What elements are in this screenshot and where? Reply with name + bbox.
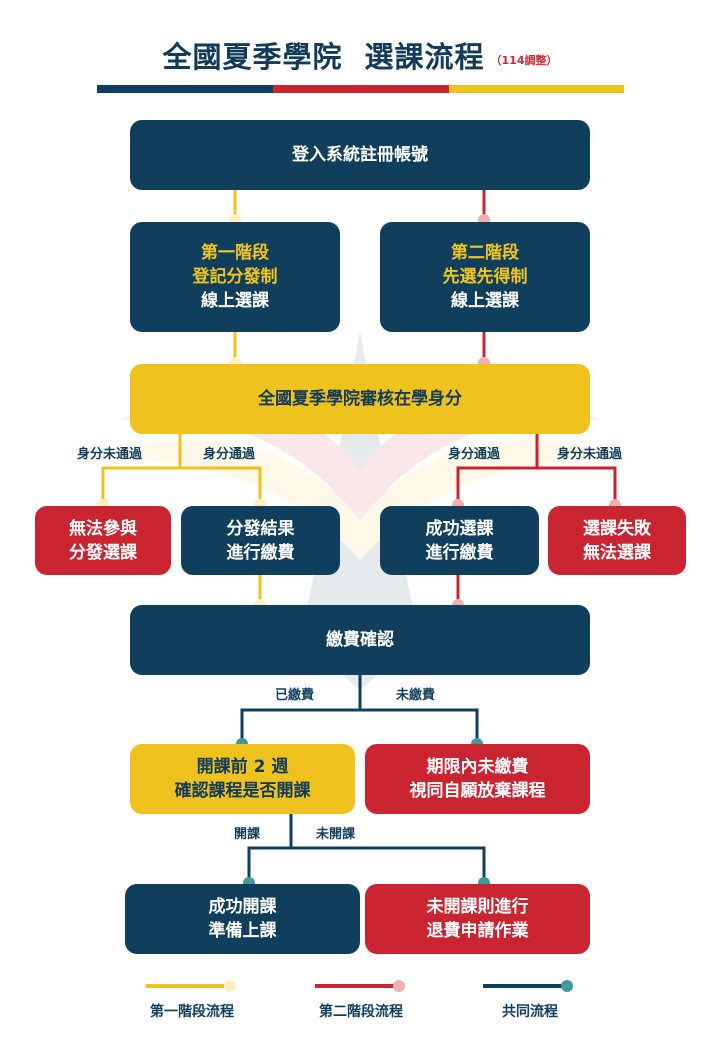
box-phase1: 第一階段 登記分發制 線上選課 bbox=[130, 222, 340, 332]
legend-common: 共同流程 bbox=[502, 1004, 558, 1020]
box-payment-text: 繳費確認 bbox=[326, 630, 394, 650]
box-unpaid: 期限內未繳費 視同自願放棄課程 bbox=[365, 744, 590, 814]
title-bar-navy bbox=[97, 85, 273, 93]
box-payment: 繳費確認 bbox=[130, 605, 590, 675]
label-not-paid: 未繳費 bbox=[396, 688, 436, 703]
box-fail: 選課失敗 無法選課 bbox=[548, 506, 686, 575]
open-line1: 成功開課 bbox=[208, 897, 277, 917]
box-no-alloc: 無法參與 分發選課 bbox=[35, 506, 171, 575]
phase2-line3: 線上選課 bbox=[451, 291, 519, 311]
label-opened: 開課 bbox=[234, 827, 261, 842]
refund-line1: 未開課則進行 bbox=[426, 897, 529, 917]
phase1-line2: 登記分發制 bbox=[192, 267, 278, 287]
unpaid-line2: 視同自願放棄課程 bbox=[409, 781, 546, 801]
box-register: 登入系統註冊帳號 bbox=[130, 120, 590, 190]
unpaid-line1: 期限內未繳費 bbox=[426, 757, 529, 777]
box-phase2: 第二階段 先選先得制 線上選課 bbox=[380, 222, 590, 332]
refund-line2: 退費申請作業 bbox=[426, 921, 529, 941]
title-bar-red bbox=[273, 85, 449, 93]
open-line2: 準備上課 bbox=[208, 921, 277, 941]
label-fail-right: 身分未通過 bbox=[557, 447, 623, 462]
box-review-text: 全國夏季學院審核在學身分 bbox=[258, 389, 462, 409]
box-open: 成功開課 準備上課 bbox=[125, 884, 360, 954]
box-success-pay: 成功選課 進行繳費 bbox=[380, 506, 539, 575]
box-register-text: 登入系統註冊帳號 bbox=[292, 145, 428, 165]
legend-phase1: 第一階段流程 bbox=[150, 1004, 234, 1020]
box-refund: 未開課則進行 退費申請作業 bbox=[365, 884, 590, 954]
success-pay-line2: 進行繳費 bbox=[425, 542, 494, 563]
page-title: 全國夏季學院 選課流程 （114調整） bbox=[0, 30, 720, 80]
title-bar-gold bbox=[449, 85, 624, 93]
phase2-line2: 先選先得制 bbox=[442, 267, 528, 287]
no-alloc-line2: 分發選課 bbox=[69, 542, 137, 563]
fail-line2: 無法選課 bbox=[583, 542, 651, 563]
label-not-opened: 未開課 bbox=[316, 827, 356, 842]
phase1-line1: 第一階段 bbox=[201, 243, 269, 263]
title-main-part1: 全國夏季學院 bbox=[162, 40, 343, 74]
no-alloc-line1: 無法參與 bbox=[69, 518, 137, 539]
label-pass-left: 身分通過 bbox=[203, 447, 256, 462]
alloc-pay-line1: 分發結果 bbox=[226, 518, 295, 539]
title-main-part2: 選課流程 bbox=[364, 40, 485, 74]
check-open-line2: 確認課程是否開課 bbox=[174, 781, 311, 801]
check-open-line1: 開課前 2 週 bbox=[196, 757, 289, 777]
box-alloc-pay: 分發結果 進行繳費 bbox=[181, 506, 340, 575]
fail-line1: 選課失敗 bbox=[583, 518, 651, 539]
label-paid: 已繳費 bbox=[275, 688, 315, 703]
phase2-line1: 第二階段 bbox=[451, 243, 519, 263]
legend-phase2: 第二階段流程 bbox=[319, 1004, 403, 1020]
title-note: （114調整） bbox=[490, 54, 558, 67]
box-review: 全國夏季學院審核在學身分 bbox=[130, 364, 590, 434]
phase1-line3: 線上選課 bbox=[201, 291, 269, 311]
label-pass-right: 身分通過 bbox=[448, 447, 501, 462]
label-fail-left: 身分未通過 bbox=[77, 447, 143, 462]
alloc-pay-line2: 進行繳費 bbox=[226, 542, 295, 563]
success-pay-line1: 成功選課 bbox=[425, 518, 494, 539]
box-check-open: 開課前 2 週 確認課程是否開課 bbox=[130, 744, 355, 814]
